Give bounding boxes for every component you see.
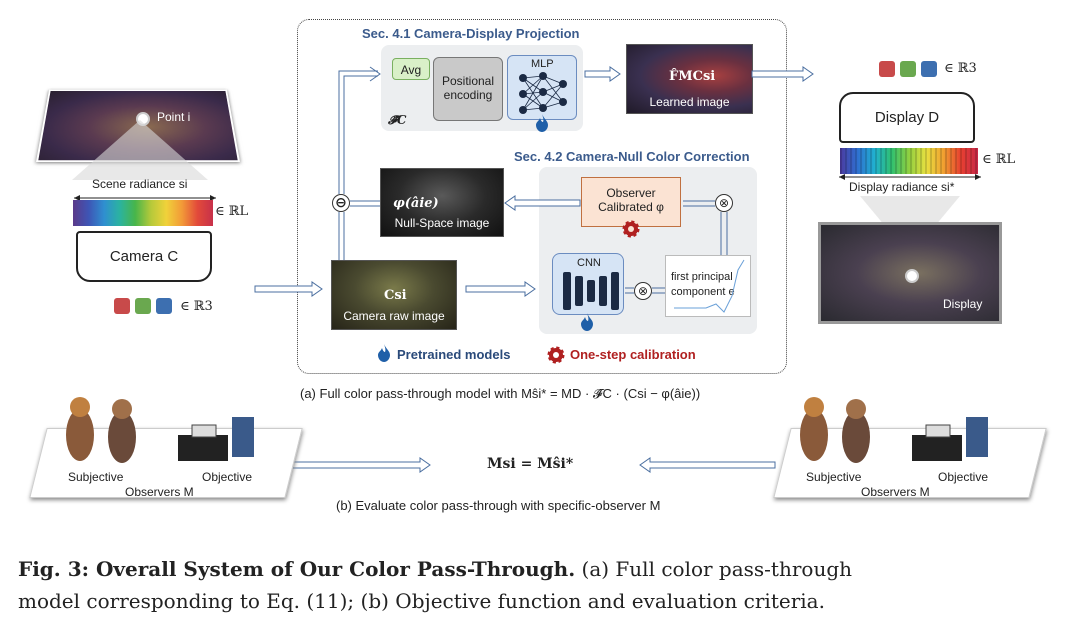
observer-calibrated-box: Observer Calibrated φ [581, 177, 681, 227]
flame-icon [581, 313, 593, 331]
figure-caption-line-2: model corresponding to Eq. (11); (b) Obj… [18, 589, 825, 613]
multiply-node-bottom: ⊗ [634, 282, 652, 300]
principal-component-plot: first principal component e [665, 255, 751, 317]
observer-label-1: Observer [606, 186, 656, 200]
display-radiance-label: Display radiance si* [849, 180, 955, 194]
null-space-image: φ(âie) Null-Space image [380, 168, 504, 237]
gear-icon [547, 346, 565, 364]
display-box: Display D [839, 92, 975, 143]
subjective-label-left: Subjective [68, 470, 124, 484]
display-in-rl: ∈ ℝL [982, 152, 1016, 167]
mlp-label: MLP [531, 58, 554, 70]
pc-label-2: component e [671, 286, 735, 298]
figure-caption-label: Fig. 3: Overall System of Our Color Pass… [18, 557, 576, 581]
display-point-marker [905, 269, 919, 283]
light-cone [72, 120, 208, 180]
fc-symbol: 𝓕̂C [388, 113, 407, 127]
avg-box: Avg [392, 58, 430, 80]
objective-equation: Msi = Mŝi* [487, 456, 574, 472]
multiply-node-top: ⊗ [715, 194, 733, 212]
display-box-label: Display D [874, 109, 940, 126]
null-label: Null-Space image [394, 216, 490, 230]
legend-pretrained: Pretrained models [397, 347, 511, 362]
legend-calibration: One-step calibration [570, 347, 696, 362]
figure-caption-text-1: (a) Full color pass-through [575, 557, 853, 581]
scene-label: Scene [64, 73, 99, 87]
raw-formula: Csi [384, 288, 407, 303]
pc-label-1: first principal [671, 271, 733, 283]
display-photo-label: Display [943, 297, 983, 311]
camera-box: Camera C [76, 231, 212, 282]
scene-radiance-label: Scene radiance si [92, 177, 188, 191]
radiance-span-arrow [74, 195, 216, 201]
pc-curve [674, 259, 745, 313]
sec41-title: Sec. 4.1 Camera-Display Projection [362, 26, 580, 41]
cnn-label: CNN [577, 257, 601, 269]
swatch-green [135, 298, 151, 314]
null-formula: φ(âie) [393, 196, 439, 211]
camera-in-r3: ∈ ℝ3 [180, 299, 213, 314]
flame-icon [378, 344, 390, 362]
swatch-red [114, 298, 130, 314]
caption-b: (b) Evaluate color pass-through with spe… [336, 498, 661, 513]
scene-spectrum [73, 200, 213, 226]
observers-label-left: Observers M [125, 485, 194, 499]
figure-caption-line-1: Fig. 3: Overall System of Our Color Pass… [18, 557, 852, 581]
sec42-title: Sec. 4.2 Camera-Null Color Correction [514, 149, 750, 164]
swatch-blue [156, 298, 172, 314]
learned-image: F̂MCsi Learned image [626, 44, 753, 114]
display-in-r3: ∈ ℝ3 [944, 61, 977, 76]
display-radiance-span-arrow [839, 174, 981, 180]
mlp-box: MLP [507, 55, 577, 120]
camera-label: Camera C [109, 248, 179, 265]
swatch-red [879, 61, 895, 77]
display-spectrum [840, 148, 978, 174]
observers-label-right: Observers M [861, 485, 930, 499]
objective-label-left: Objective [202, 470, 253, 484]
mlp-network-icon [519, 72, 567, 114]
swatch-green [900, 61, 916, 77]
swatch-blue [921, 61, 937, 77]
avg-label: Avg [400, 63, 422, 77]
point-label: Point i [157, 110, 191, 124]
objective-label-right: Objective [938, 470, 989, 484]
main-frame [297, 19, 787, 374]
scene-in-rl: ∈ ℝL [215, 204, 249, 219]
observer-label-2: Calibrated φ [598, 200, 664, 214]
subtract-node: ⊖ [332, 194, 350, 212]
learned-formula: F̂MCsi [669, 69, 716, 84]
caption-a: (a) Full color pass-through model with M… [300, 386, 701, 401]
camera-raw-image: Csi Camera raw image [331, 260, 457, 330]
observer-figures-icon [800, 397, 988, 463]
learned-label: Learned image [649, 95, 730, 109]
flame-icon [536, 114, 548, 132]
posenc-label-2: encoding [443, 88, 493, 102]
posenc-box: Positional encoding [433, 57, 503, 121]
raw-label: Camera raw image [343, 309, 445, 323]
observer-figures-icon [66, 397, 254, 463]
posenc-label-1: Positional [441, 74, 495, 88]
cnn-box: CNN [552, 253, 624, 315]
display-image: Display [818, 222, 1002, 324]
gear-icon [622, 220, 640, 238]
subjective-label-right: Subjective [806, 470, 862, 484]
